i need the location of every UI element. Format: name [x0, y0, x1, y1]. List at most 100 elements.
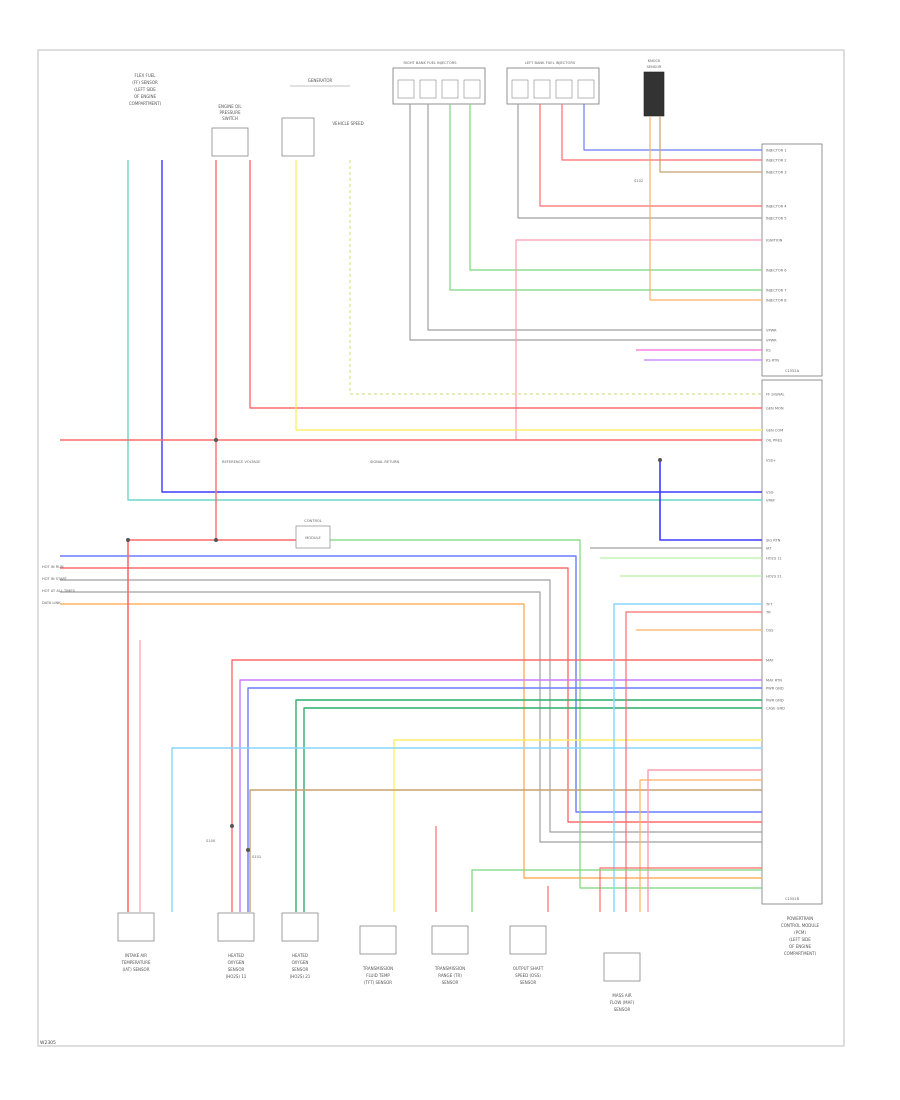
svg-text:COMPARTMENT): COMPARTMENT) — [129, 101, 162, 106]
svg-text:POWERTRAIN: POWERTRAIN — [787, 916, 814, 921]
svg-text:PRESSURE: PRESSURE — [219, 110, 241, 115]
wire-maf — [613, 603, 762, 912]
pcm-pin-label: TFT — [765, 603, 773, 607]
svg-text:VEHICLE SPEED: VEHICLE SPEED — [332, 121, 363, 126]
splice-dot — [214, 538, 218, 542]
svg-text:(LEFT SIDE: (LEFT SIDE — [789, 937, 811, 942]
wire-gen-mon — [295, 160, 762, 431]
generator: GENERATOR — [281, 78, 350, 157]
wire-vss — [659, 460, 762, 541]
wire-ref-2 — [330, 539, 762, 889]
svg-text:FLEX FUEL: FLEX FUEL — [134, 73, 156, 78]
wire-inj-2 — [427, 104, 762, 331]
wire-ks — [649, 116, 762, 301]
pcm-pin-label: INJECTOR 4 — [766, 205, 787, 209]
sensor-label-line: HEATED — [228, 953, 244, 958]
pcm-pin-label: IAT — [766, 547, 772, 551]
pcm-pin-label: TR — [765, 611, 771, 615]
sensor-label-line: SENSOR — [614, 1007, 631, 1012]
svg-text:KNOCK: KNOCK — [648, 59, 661, 63]
svg-text:RIGHT BANK FUEL INJECTORS: RIGHT BANK FUEL INJECTORS — [404, 61, 458, 65]
wire-bus-4 — [60, 591, 762, 843]
pcm-pin-label: IGNITION — [766, 239, 783, 243]
pcm-pin-label: INJECTOR 3 — [766, 171, 787, 175]
svg-text:COMPARTMENT): COMPARTMENT) — [784, 951, 817, 956]
sensor-label-line: SENSOR — [520, 980, 537, 985]
sensor-label-line: SENSOR — [442, 980, 459, 985]
pcm-pin-label: INJECTOR 1 — [766, 149, 787, 153]
svg-text:DATA LINK: DATA LINK — [42, 601, 61, 605]
svg-text:S101: S101 — [252, 855, 261, 859]
pcm-pin-label: KS RTN — [766, 359, 779, 363]
splice-dot — [658, 458, 662, 462]
svg-text:HOT IN START: HOT IN START — [42, 577, 68, 581]
pcm-pin-label: SIG RTN — [766, 539, 781, 543]
svg-text:(LEFT SIDE: (LEFT SIDE — [134, 87, 156, 92]
wire-bus-1 — [60, 555, 762, 813]
flex-fuel-sensor-label: FLEX FUEL (FF) SENSOR (LEFT SIDE OF ENGI… — [129, 73, 162, 106]
pcm-pin-label: INJECTOR 7 — [766, 289, 787, 293]
splice-dot — [246, 848, 250, 852]
svg-text:(PCM): (PCM) — [794, 930, 806, 935]
wire-case-gnd — [599, 867, 762, 912]
pcm-pin-label: VREF — [766, 499, 775, 503]
pcm-pin-label: CASE GND — [766, 707, 785, 711]
pcm-pin-label: FF SIGNAL — [766, 393, 785, 397]
sensor-label-line: TEMPERATURE — [120, 960, 151, 965]
svg-text:C1552B: C1552B — [785, 897, 800, 901]
pcm-connector-a: C1552A — [761, 143, 823, 377]
pcm-pin-label: MAF — [766, 659, 774, 663]
left-side-labels: HOT IN RUN HOT IN START HOT AT ALL TIMES… — [42, 565, 76, 605]
pcm-pin-label: HO2S 11 — [766, 557, 782, 561]
sensor-label-line: RANGE (TR) — [438, 973, 462, 978]
svg-text:SIGNAL RETURN: SIGNAL RETURN — [370, 460, 400, 464]
pcm-pin-label: GEN COM — [766, 429, 783, 433]
wire-maf-rtn — [625, 611, 762, 912]
sensor-label-line: OXYGEN — [228, 960, 245, 965]
svg-text:CONTROL: CONTROL — [304, 519, 322, 523]
pcm-pin-label: VPWR — [766, 339, 777, 343]
wire-bus-5 — [60, 603, 762, 879]
sensor-label-line: TRANSMISSION — [434, 966, 465, 971]
svg-text:HOT IN RUN: HOT IN RUN — [42, 565, 64, 569]
right-bank-injectors: RIGHT BANK FUEL INJECTORS — [392, 61, 486, 105]
svg-text:ENGINE OIL: ENGINE OIL — [218, 104, 242, 109]
wire-ho2s11-3 — [247, 687, 762, 912]
wire-bus-2 — [60, 567, 762, 823]
wire-tft — [393, 739, 762, 912]
wire-ho2s11 — [231, 659, 762, 912]
mid-labels: REFERENCE VOLTAGE SIGNAL RETURN S100 S10… — [206, 179, 643, 859]
sensor-label-line: SENSOR — [228, 967, 245, 972]
wire-pwr-gnd-2 — [639, 779, 762, 912]
sensor-label-line: (HO2S) 21 — [290, 974, 311, 979]
wire-bus-3 — [60, 579, 762, 833]
wire-harness — [60, 104, 762, 912]
splice-dot — [214, 438, 218, 442]
pcm-title: POWERTRAIN CONTROL MODULE (PCM) (LEFT SI… — [781, 916, 820, 956]
svg-text:MODULE: MODULE — [305, 536, 321, 540]
svg-text:C1552A: C1552A — [785, 369, 800, 373]
wire-ho2s21-2 — [303, 707, 762, 912]
pcm-pin-label: INJECTOR 6 — [766, 269, 787, 273]
sensor-label-line: OUTPUT SHAFT — [513, 966, 544, 971]
knock-sensor: KNOCK SENSOR — [643, 59, 665, 117]
diagram-frame — [37, 49, 845, 1047]
pcm-pin-label: PWR GND — [766, 687, 784, 691]
svg-text:LEFT BANK FUEL INJECTORS: LEFT BANK FUEL INJECTORS — [525, 61, 576, 65]
splice-dot — [230, 824, 234, 828]
wire-ff-signal — [127, 160, 762, 501]
sensor-label-line: SENSOR — [292, 967, 309, 972]
pcm-pin-label: INJECTOR 8 — [766, 299, 787, 303]
svg-text:OF ENGINE: OF ENGINE — [134, 94, 157, 99]
wire-ho2s21 — [295, 699, 762, 912]
wire-inj-3 — [449, 104, 762, 291]
wire-oil-2 — [249, 160, 762, 409]
sensor-label-line: FLOW (MAF) — [610, 1000, 635, 1005]
splice-dot — [126, 538, 130, 542]
